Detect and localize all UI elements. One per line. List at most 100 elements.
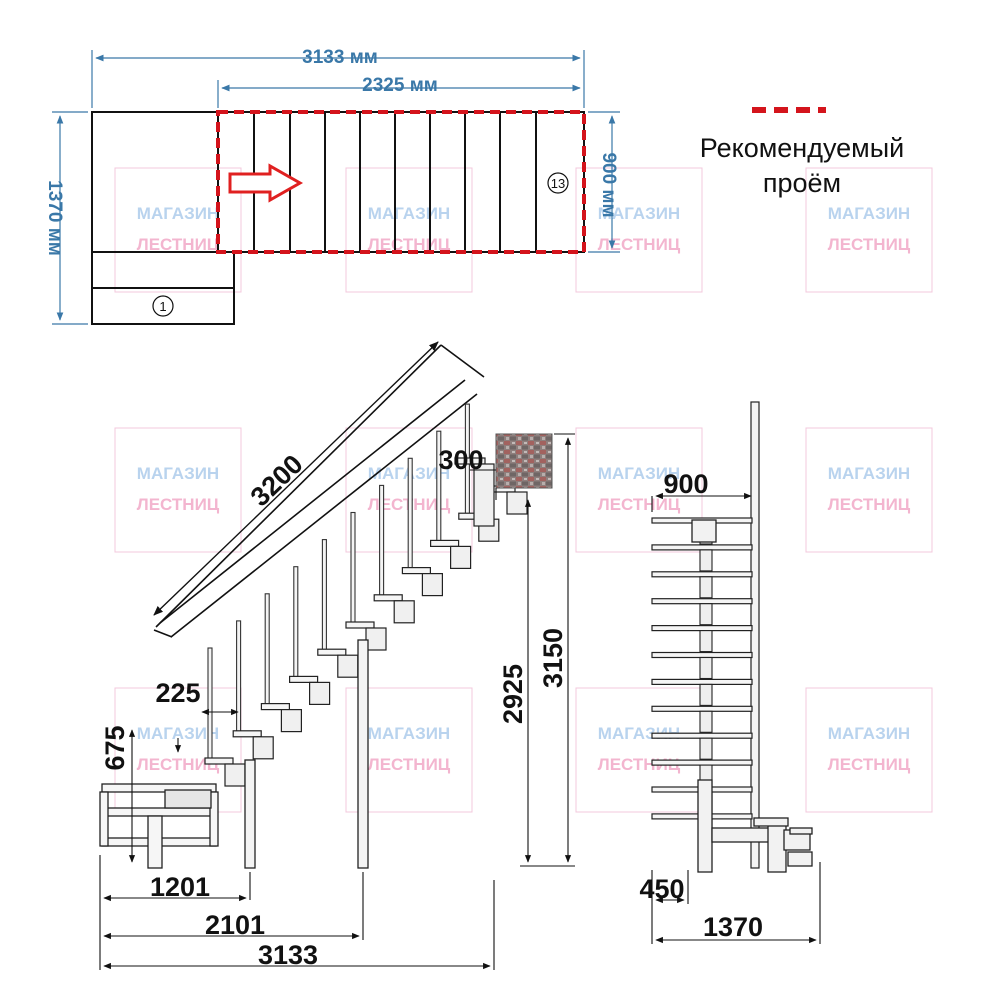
run-2101: 2101 — [205, 910, 265, 940]
baluster — [321, 539, 327, 652]
baluster — [264, 593, 270, 707]
height-to-slab: 2925 — [498, 664, 528, 724]
watermark-frame — [575, 167, 703, 293]
side-bracket — [337, 654, 359, 678]
plan-opening-width: 900 мм — [598, 152, 619, 217]
side-tread — [345, 621, 375, 629]
run-total: 3133 — [258, 940, 318, 970]
watermark-frame — [805, 427, 933, 553]
slab-thickness: 300 — [438, 445, 483, 475]
front-tread — [651, 598, 753, 605]
watermark-line1: МАГАЗИН — [368, 204, 450, 223]
plan-step-1 — [91, 287, 235, 325]
front-tread — [651, 624, 753, 632]
side-bracket — [393, 600, 415, 624]
watermark-frame — [114, 427, 242, 553]
watermark-line1: МАГАЗИН — [598, 464, 680, 483]
watermark-line1: МАГАЗИН — [598, 204, 680, 223]
front-column — [699, 737, 713, 760]
baluster — [379, 484, 385, 598]
front-tread — [651, 678, 753, 686]
plan-total-width: 1370 мм — [44, 180, 65, 256]
side-tread — [289, 675, 319, 684]
side-bracket — [421, 572, 443, 597]
front-tread — [651, 571, 753, 578]
side-tread — [232, 730, 262, 738]
stringer-length: 3200 — [245, 449, 309, 512]
front-column — [699, 576, 713, 599]
side-tread — [260, 702, 290, 711]
landing-run: 225 — [155, 678, 200, 708]
side-tread — [373, 594, 403, 602]
plan-landing — [91, 111, 219, 253]
step-number-13: 13 — [551, 176, 565, 191]
watermark-line2: ЛЕСТНИЦ — [828, 755, 911, 774]
side-tread — [401, 566, 431, 575]
side-bracket-top — [473, 463, 495, 527]
front-column — [699, 549, 713, 572]
watermark-line1: МАГАЗИН — [368, 724, 450, 743]
legend-label-line1: Рекомендуемый — [700, 133, 904, 163]
side-bracket — [224, 763, 246, 787]
side-tread — [204, 757, 234, 765]
side-bracket — [506, 491, 528, 515]
front-tread — [651, 759, 753, 766]
baluster — [350, 511, 356, 625]
watermark-frame — [345, 687, 473, 813]
side-view — [99, 341, 575, 970]
side-tread — [430, 539, 460, 548]
watermark-line2: ЛЕСТНИЦ — [828, 235, 911, 254]
front-column — [699, 630, 713, 653]
baluster — [407, 457, 413, 571]
front-tread — [651, 732, 753, 739]
legend-label-line2: проём — [763, 168, 841, 198]
watermark-frame — [805, 687, 933, 813]
plan-opening-length: 2325 мм — [362, 75, 438, 96]
front-offset: 450 — [639, 874, 684, 904]
baluster — [293, 566, 299, 679]
step-number-1: 1 — [159, 299, 166, 314]
watermark-frame — [805, 167, 933, 293]
side-bracket — [309, 681, 331, 706]
watermark-line2: ЛЕСТНИЦ — [828, 495, 911, 514]
landing-height: 675 — [100, 725, 130, 770]
watermark-frame — [345, 167, 473, 293]
watermark-frame — [575, 427, 703, 553]
watermark-line2: ЛЕСТНИЦ — [137, 235, 220, 254]
watermark-line1: МАГАЗИН — [828, 204, 910, 223]
watermark-line1: МАГАЗИН — [137, 204, 219, 223]
front-view — [651, 401, 821, 944]
watermark-line2: ЛЕСТНИЦ — [598, 495, 681, 514]
watermark-line1: МАГАЗИН — [137, 724, 219, 743]
watermark-line2: ЛЕСТНИЦ — [137, 755, 220, 774]
side-tread-top — [454, 457, 486, 465]
watermark-line1: МАГАЗИН — [137, 464, 219, 483]
side-bracket — [252, 736, 274, 760]
plan-dimensions — [52, 50, 620, 325]
watermark-line2: ЛЕСТНИЦ — [137, 495, 220, 514]
side-bracket — [365, 627, 387, 651]
recommended-opening-outline — [216, 110, 586, 254]
direction-arrow-icon — [228, 163, 304, 203]
front-width-top: 900 — [663, 469, 708, 499]
front-column — [699, 656, 713, 680]
watermark-line1: МАГАЗИН — [828, 464, 910, 483]
front-column — [699, 603, 713, 626]
step-number-badge-1 — [152, 295, 174, 317]
watermark-line2: ЛЕСТНИЦ — [598, 235, 681, 254]
ceiling-slab — [495, 433, 553, 489]
run-1201: 1201 — [150, 872, 210, 902]
side-bracket — [280, 708, 302, 733]
side-tread — [317, 648, 347, 656]
front-width-total: 1370 — [703, 912, 763, 942]
front-tread — [651, 705, 753, 712]
side-bracket — [450, 545, 472, 570]
baluster — [207, 647, 213, 761]
plan-step-2 — [91, 251, 235, 289]
watermark-line1: МАГАЗИН — [828, 724, 910, 743]
front-tread — [651, 651, 753, 659]
step-number-badge-13 — [547, 172, 569, 194]
front-tread — [651, 544, 753, 551]
front-column — [699, 683, 713, 706]
